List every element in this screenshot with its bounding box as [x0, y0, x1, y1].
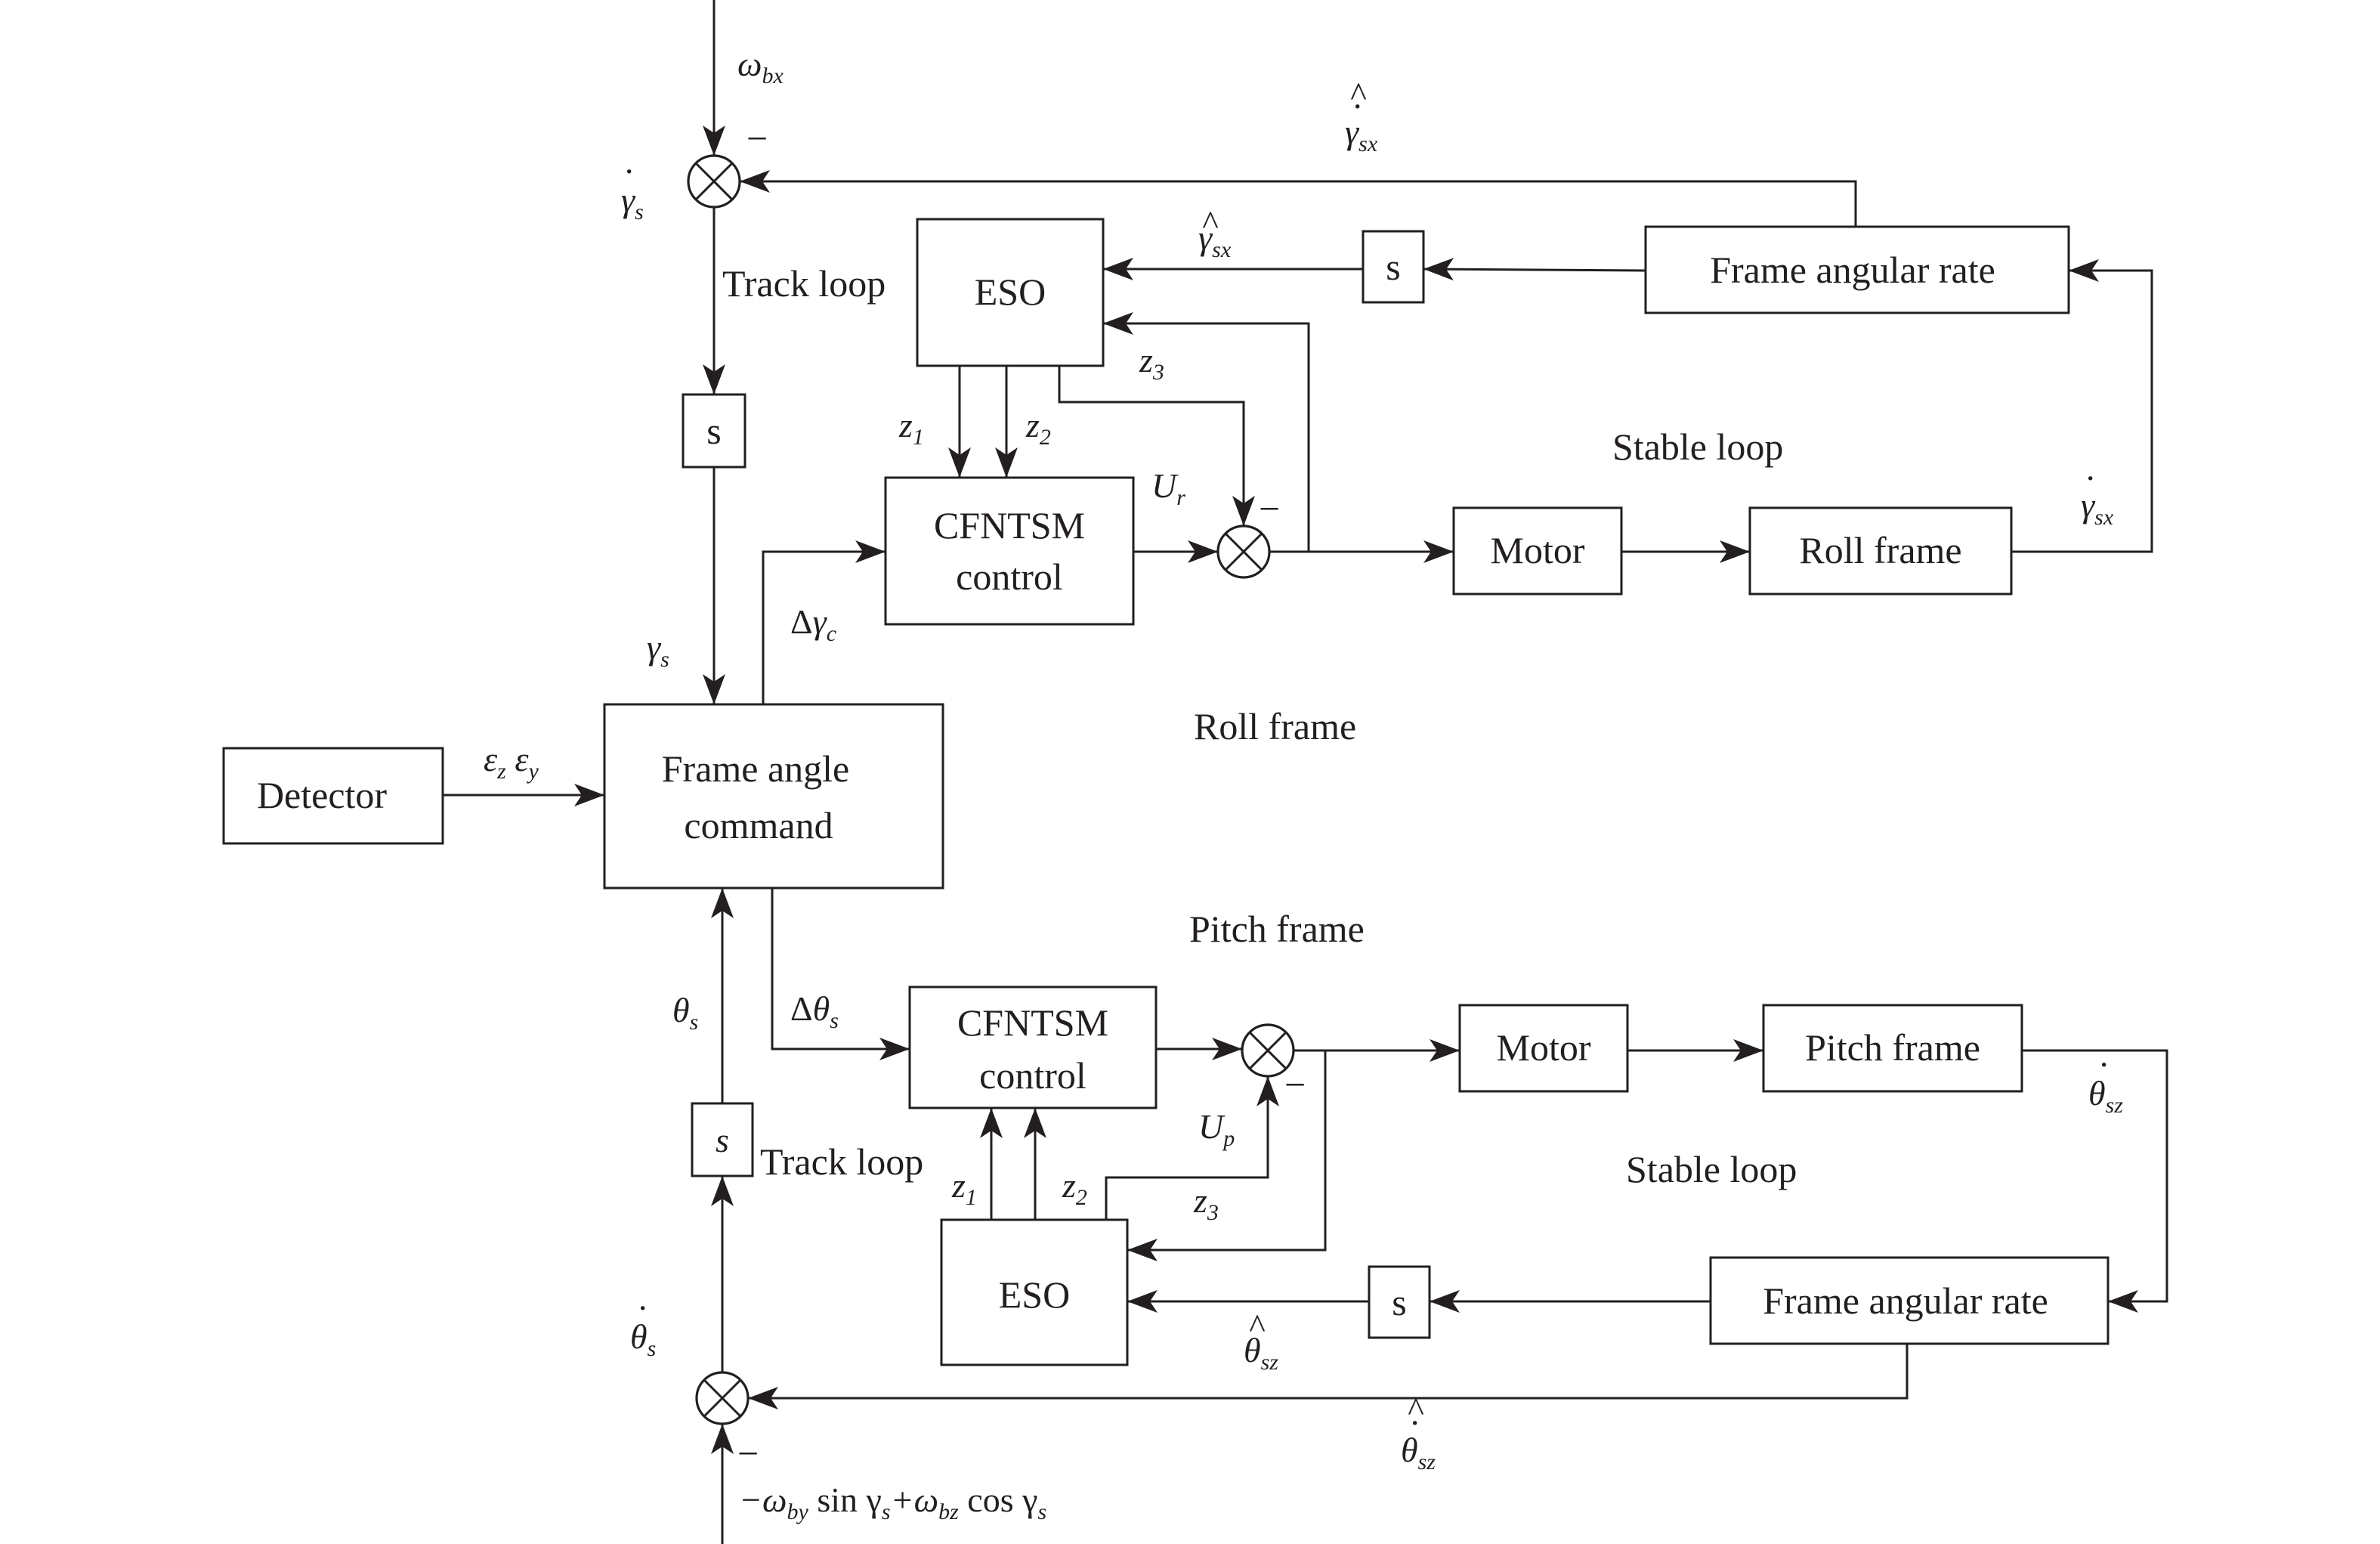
- roll-feedback-minus: −: [746, 117, 768, 159]
- hat-accent: ^: [1349, 75, 1366, 113]
- pitch-feedback-minus: −: [737, 1432, 759, 1474]
- roll-z2-label: z2: [1025, 406, 1051, 450]
- pitch-track-s-label: s: [716, 1121, 729, 1159]
- pitch-control-line2: control: [979, 1054, 1086, 1097]
- roll-feedback-s-label: s: [1386, 246, 1400, 288]
- svg-text:θsz: θsz: [2088, 1074, 2123, 1118]
- pitch-frame-block-label: Pitch frame: [1805, 1026, 1980, 1069]
- dot-accent: ·: [2085, 459, 2094, 497]
- svg-text:γsx: γsx: [1198, 218, 1232, 262]
- gamma-dot-s-label: · γs: [621, 152, 644, 224]
- roll-control-line2: control: [956, 555, 1063, 598]
- pitch-z2-label: z2: [1062, 1166, 1087, 1210]
- pitch-frame-angular-rate-block: Frame angular rate: [1709, 1256, 2110, 1345]
- gamma-s-label: γs: [647, 628, 669, 672]
- svg-text:γsx: γsx: [2081, 486, 2114, 530]
- roll-stable-loop-label: Stable loop: [1612, 425, 1783, 468]
- hat-accent: ^: [1201, 203, 1218, 242]
- roll-motor-label: Motor: [1491, 529, 1585, 571]
- svg-text:θsz: θsz: [1244, 1331, 1278, 1375]
- pitch-cfntsm-control-block: CFNTSM control: [908, 985, 1158, 1109]
- roll-eso-label: ESO: [975, 271, 1046, 313]
- pitch-eso-label: ESO: [999, 1273, 1070, 1316]
- u-p-label: Up: [1198, 1107, 1235, 1151]
- pitch-wires: [711, 888, 2168, 1544]
- pitch-z3-label: z3: [1193, 1181, 1219, 1225]
- pitch-motor-block: Motor: [1458, 1004, 1629, 1093]
- theta-dot-sz-label: · θsz: [2088, 1045, 2123, 1118]
- pitch-stable-loop-label: Stable loop: [1626, 1148, 1797, 1190]
- pitch-rate-label: Frame angular rate: [1763, 1279, 2048, 1322]
- svg-text:γsx: γsx: [1345, 113, 1378, 156]
- pitch-control-line1: CFNTSM: [957, 1001, 1108, 1044]
- theta-hat-dot-sz-label: ^ · θsz: [1401, 1390, 1436, 1474]
- roll-motor-block: Motor: [1452, 506, 1623, 596]
- pitch-z1-label: z1: [951, 1166, 977, 1210]
- roll-control-minus: −: [1259, 487, 1280, 530]
- pitch-frame-section-label: Pitch frame: [1189, 908, 1365, 950]
- hat-accent: ^: [1407, 1390, 1423, 1428]
- roll-track-s-block: s: [682, 393, 746, 469]
- delta-gamma-c-label: Δγc: [790, 602, 836, 646]
- detector-block: Detector: [222, 747, 444, 845]
- roll-track-s-label: s: [706, 410, 721, 452]
- roll-wires: [443, 0, 2153, 806]
- frame-angle-command-line2: command: [684, 804, 833, 846]
- gamma-dot-sx-label: · γsx: [2081, 459, 2114, 530]
- roll-control-line1: CFNTSM: [934, 504, 1085, 546]
- roll-z3-label: z3: [1139, 341, 1164, 385]
- roll-frame-section-label: Roll frame: [1194, 705, 1356, 747]
- pitch-input-summing-junction: [695, 1371, 750, 1425]
- roll-cfntsm-control-block: CFNTSM control: [884, 476, 1135, 626]
- omega-bx-label: ωbx: [737, 45, 784, 88]
- pitch-feedback-s-label: s: [1392, 1281, 1406, 1323]
- pitch-feedback-s-block: s: [1368, 1265, 1431, 1339]
- dot-accent: ·: [1410, 1403, 1419, 1442]
- detector-label: Detector: [257, 774, 387, 816]
- dot-accent: ·: [1352, 87, 1362, 125]
- dot-accent: ·: [2099, 1045, 2108, 1084]
- disturbance-label: −ωby sin γs+ωbz cos γs: [739, 1481, 1046, 1524]
- hat-accent: ^: [1248, 1307, 1265, 1345]
- pitch-eso-block: ESO: [940, 1218, 1129, 1366]
- svg-text:θs: θs: [630, 1317, 656, 1361]
- epsilon-label: εz εy: [484, 740, 539, 784]
- theta-hat-sz-label: ^ θsz: [1244, 1307, 1278, 1375]
- roll-frame-block-label: Roll frame: [1799, 529, 1961, 571]
- roll-eso-block: ESO: [916, 218, 1105, 367]
- dot-accent: ·: [624, 152, 633, 190]
- roll-input-summing-junction: [687, 154, 741, 209]
- roll-rate-label: Frame angular rate: [1710, 249, 1995, 291]
- u-r-label: Ur: [1151, 466, 1185, 510]
- roll-feedback-s-block: s: [1362, 230, 1425, 304]
- roll-frame-block: Roll frame: [1748, 506, 2013, 596]
- delta-theta-s-label: Δθs: [790, 989, 839, 1033]
- pitch-control-minus: −: [1284, 1063, 1306, 1106]
- pitch-track-s-block: s: [691, 1102, 754, 1177]
- roll-frame-angular-rate-block: Frame angular rate: [1644, 225, 2070, 314]
- theta-dot-s-label: · θs: [630, 1289, 656, 1361]
- gamma-hat-dot-sx-label: ^ · γsx: [1345, 75, 1378, 156]
- frame-angle-command-line1: Frame angle: [662, 747, 850, 790]
- pitch-motor-label: Motor: [1497, 1026, 1591, 1069]
- roll-z1-label: z1: [898, 406, 924, 450]
- frame-angle-command-block: Frame angle command: [603, 703, 944, 890]
- roll-control-summing-junction: [1216, 524, 1271, 579]
- theta-s-label: θs: [672, 991, 698, 1035]
- svg-text:γs: γs: [621, 181, 644, 224]
- pitch-frame-block: Pitch frame: [1762, 1004, 2023, 1093]
- svg-text:θsz: θsz: [1401, 1431, 1436, 1474]
- gamma-hat-sx-label: ^ γsx: [1198, 203, 1232, 262]
- roll-track-loop-label: Track loop: [722, 262, 886, 305]
- pitch-track-loop-label: Track loop: [760, 1140, 923, 1183]
- dot-accent: ·: [638, 1289, 647, 1327]
